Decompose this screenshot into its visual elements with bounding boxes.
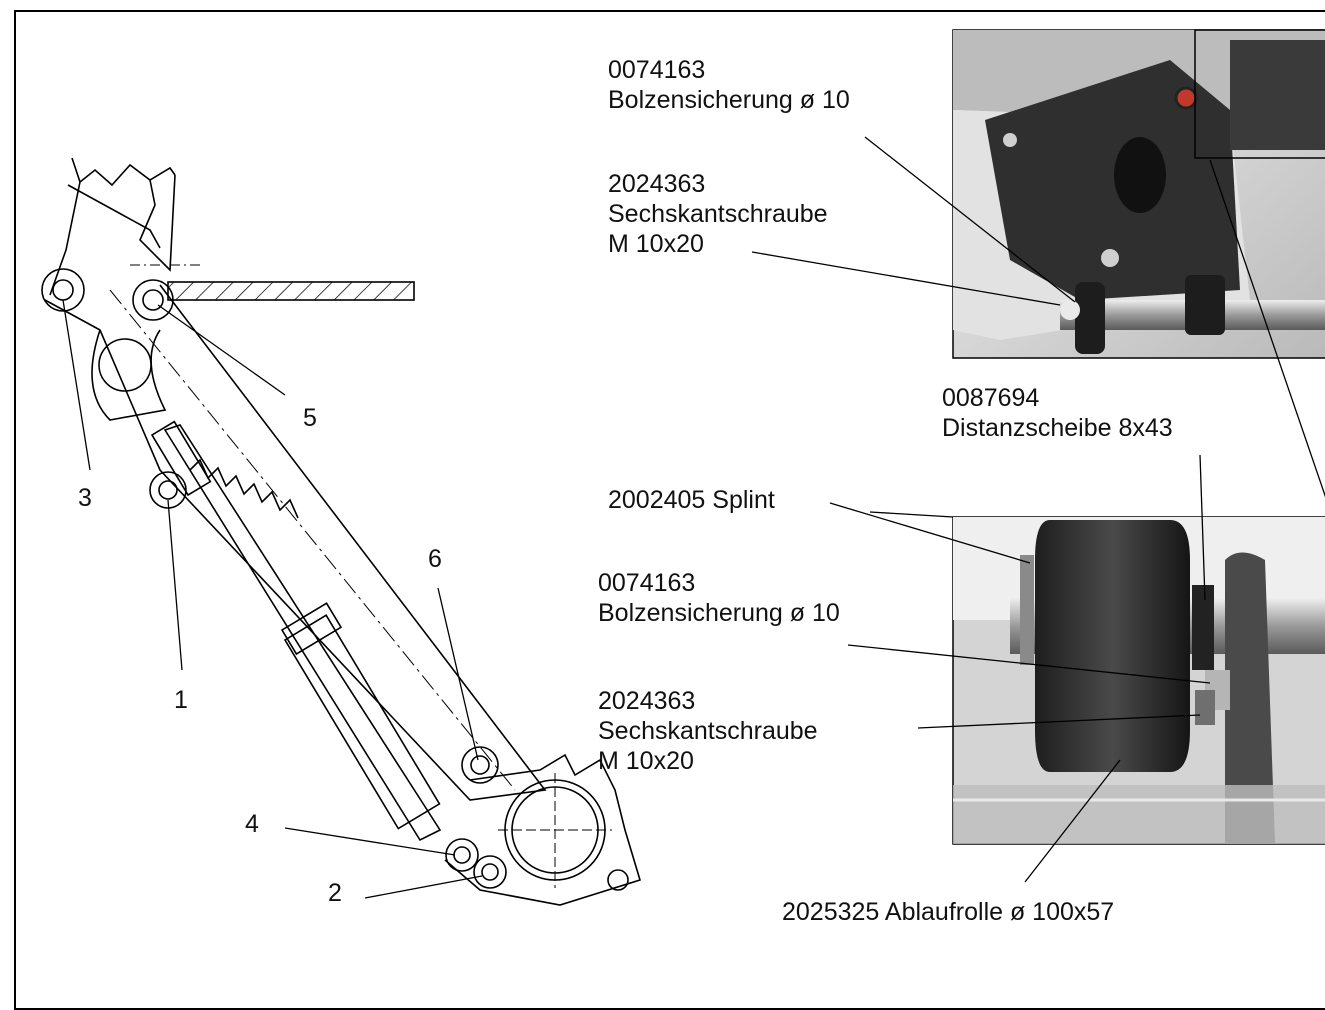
pivot-2-outer bbox=[473, 855, 507, 889]
part-size: M 10x20 bbox=[598, 747, 694, 775]
pivot-3-inner bbox=[52, 279, 74, 301]
pivot-4-outer bbox=[445, 838, 479, 872]
pivot-4-inner bbox=[453, 846, 471, 864]
callout-top-bolt-lock: 0074163 Bolzensicherung ø 10 bbox=[608, 55, 850, 115]
frame-bracket bbox=[139, 174, 176, 272]
drawing-number-1: 1 bbox=[174, 686, 188, 714]
part-description: Bolzensicherung ø 10 bbox=[598, 599, 840, 627]
bottom-bracket-plate bbox=[1225, 552, 1275, 844]
small-hole bbox=[607, 869, 629, 891]
bottom-photo bbox=[952, 516, 1325, 845]
drawing-number-4: 4 bbox=[245, 810, 259, 838]
pivot-2-inner bbox=[481, 863, 499, 881]
part-number: 0087694 bbox=[942, 384, 1040, 412]
roller bbox=[1035, 520, 1190, 772]
drawing-number-2: 2 bbox=[328, 879, 342, 907]
frame-top bbox=[71, 157, 176, 187]
spring-coil bbox=[189, 458, 299, 519]
part-description: Distanzscheibe 8x43 bbox=[942, 414, 1173, 442]
pivot-5-inner bbox=[142, 289, 164, 311]
split-pin bbox=[1020, 555, 1034, 665]
bottom-bracket bbox=[444, 753, 641, 906]
part-description: Sechskantschraube bbox=[598, 717, 818, 745]
technical-drawing bbox=[41, 157, 641, 906]
leader-6 bbox=[437, 587, 479, 761]
leader-3 bbox=[62, 299, 91, 471]
pivot-6-outer bbox=[461, 746, 499, 784]
part-number: 2024363 bbox=[598, 687, 696, 715]
cylinder-body bbox=[283, 614, 441, 830]
callout-spacer-disc: 0087694 Distanzscheibe 8x43 bbox=[942, 383, 1173, 443]
part-description: Bolzensicherung ø 10 bbox=[608, 86, 850, 114]
pivot-5-outer bbox=[132, 279, 174, 321]
callout-top-hex-screw: 2024363 Sechskantschraube M 10x20 bbox=[608, 169, 828, 259]
red-bolt bbox=[1174, 86, 1198, 110]
part-description: Sechskantschraube bbox=[608, 200, 828, 228]
part-number: 0074163 bbox=[598, 569, 696, 597]
arm-hole bbox=[98, 338, 152, 392]
callout-bottom-hex-screw: 2024363 Sechskantschraube M 10x20 bbox=[598, 686, 818, 776]
cylinder-top bbox=[150, 420, 212, 497]
spring-rod bbox=[163, 424, 442, 842]
arm-lobe bbox=[91, 329, 167, 421]
leader-1 bbox=[167, 499, 183, 671]
part-number: 2024363 bbox=[608, 170, 706, 198]
leader-2 bbox=[364, 875, 483, 899]
bracket-hole bbox=[1114, 137, 1166, 213]
drawing-number-6: 6 bbox=[428, 545, 442, 573]
callout-lines bbox=[751, 136, 1325, 883]
frame-left-side bbox=[49, 181, 81, 296]
cylinder-collar bbox=[280, 602, 343, 656]
callout-bottom-bolt-lock: 0074163 Bolzensicherung ø 10 bbox=[598, 568, 840, 628]
hatched-plate bbox=[167, 281, 415, 301]
pivot-1-inner bbox=[158, 480, 178, 500]
callout-split-pin: 2002405 Splint bbox=[608, 486, 775, 514]
callout-roller: 2025325 Ablaufrolle ø 100x57 bbox=[782, 898, 1115, 926]
leader-5 bbox=[157, 304, 286, 396]
part-number: 0074163 bbox=[608, 56, 706, 84]
bracket-plate bbox=[985, 60, 1240, 300]
top-photo bbox=[952, 29, 1325, 359]
pivot-6-inner bbox=[470, 755, 490, 775]
pivot-1-outer bbox=[149, 471, 187, 509]
drawing-number-3: 3 bbox=[78, 484, 92, 512]
frame-strap bbox=[67, 184, 161, 249]
long-arm-inner bbox=[109, 289, 516, 791]
part-size: M 10x20 bbox=[608, 230, 704, 258]
leader-4 bbox=[284, 827, 456, 856]
spacer-disc bbox=[1192, 585, 1214, 670]
pivot-3-outer bbox=[41, 268, 85, 312]
drawing-number-5: 5 bbox=[303, 404, 317, 432]
